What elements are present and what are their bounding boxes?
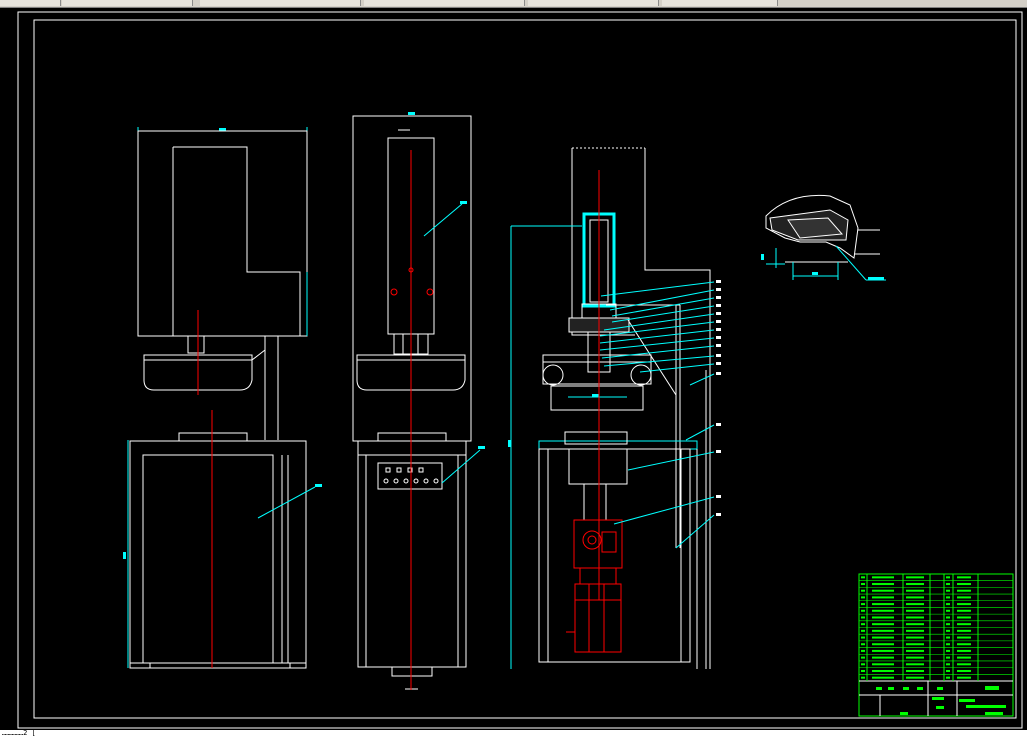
table-cell-mark	[946, 649, 950, 652]
table-cell-mark	[906, 629, 924, 632]
table-cell-mark	[946, 583, 950, 586]
table-cell-mark	[957, 656, 971, 659]
table-cell-mark	[957, 663, 971, 666]
table-cell-mark	[957, 676, 971, 679]
table-cell-mark	[957, 583, 971, 586]
table-cell-mark	[957, 669, 971, 672]
table-cell-mark	[957, 649, 971, 652]
table-cell-mark	[957, 603, 971, 606]
table-cell-mark	[957, 596, 971, 599]
table-cell-mark	[861, 616, 865, 619]
table-cell-mark	[906, 663, 924, 666]
table-cell-mark	[906, 656, 924, 659]
table-cell-mark	[861, 623, 865, 626]
parts-table	[859, 576, 1013, 679]
table-cell-mark	[861, 609, 865, 612]
table-cell-mark	[872, 589, 894, 592]
table-cell-mark	[872, 623, 894, 626]
table-cell-mark	[946, 623, 950, 626]
side-view	[352, 112, 485, 690]
table-cell-mark	[906, 589, 924, 592]
table-cell-mark	[906, 576, 924, 579]
table-cell-mark	[946, 629, 950, 632]
table-cell-mark	[957, 629, 971, 632]
section-view	[508, 147, 721, 669]
title-block-marks	[876, 686, 1006, 715]
table-cell-mark	[906, 583, 924, 586]
table-cell-mark	[861, 669, 865, 672]
table-cell-mark	[957, 636, 971, 639]
table-cell-mark	[861, 676, 865, 679]
front-view	[123, 127, 322, 669]
toolbar-tab[interactable]	[0, 0, 61, 6]
table-cell-mark	[946, 643, 950, 646]
table-cell-mark	[946, 656, 950, 659]
table-cell-mark	[906, 636, 924, 639]
table-cell-mark	[872, 576, 894, 579]
toolbar-tab[interactable]	[200, 0, 361, 6]
table-cell-mark	[906, 676, 924, 679]
table-cell-mark	[872, 609, 894, 612]
table-cell-mark	[872, 616, 894, 619]
toolbar-strip	[0, 0, 1027, 8]
table-cell-mark	[861, 583, 865, 586]
title-block	[858, 573, 1014, 717]
table-cell-mark	[861, 596, 865, 599]
table-cell-mark	[872, 663, 894, 666]
table-cell-mark	[946, 669, 950, 672]
status-text: ……………2 [	[2, 729, 36, 737]
table-cell-mark	[957, 643, 971, 646]
table-cell-mark	[872, 669, 894, 672]
table-cell-mark	[957, 609, 971, 612]
cad-drawing-canvas[interactable]	[0, 8, 1027, 730]
table-cell-mark	[906, 596, 924, 599]
table-cell-mark	[946, 636, 950, 639]
table-cell-mark	[906, 603, 924, 606]
table-cell-mark	[872, 643, 894, 646]
table-cell-mark	[906, 609, 924, 612]
table-cell-mark	[906, 616, 924, 619]
table-cell-mark	[872, 649, 894, 652]
table-cell-mark	[872, 583, 894, 586]
table-cell-mark	[861, 656, 865, 659]
table-cell-mark	[861, 629, 865, 632]
table-cell-mark	[957, 576, 971, 579]
table-cell-mark	[946, 663, 950, 666]
toolbar-tab[interactable]	[62, 0, 193, 6]
table-cell-mark	[906, 669, 924, 672]
toolbar-tab[interactable]	[528, 0, 659, 6]
outer-frame	[17, 11, 1023, 729]
table-cell-mark	[906, 643, 924, 646]
table-cell-mark	[946, 609, 950, 612]
table-cell-mark	[861, 603, 865, 606]
table-cell-mark	[872, 629, 894, 632]
table-cell-mark	[946, 616, 950, 619]
table-cell-mark	[861, 576, 865, 579]
table-cell-mark	[861, 643, 865, 646]
table-cell-mark	[957, 616, 971, 619]
table-cell-mark	[906, 623, 924, 626]
table-cell-mark	[957, 623, 971, 626]
table-cell-mark	[946, 576, 950, 579]
status-bar: ……………2 [	[0, 730, 1027, 737]
table-cell-mark	[872, 656, 894, 659]
table-cell-mark	[946, 603, 950, 606]
table-cell-mark	[872, 676, 894, 679]
toolbar-tab[interactable]	[364, 0, 525, 6]
table-cell-mark	[906, 649, 924, 652]
table-cell-mark	[872, 596, 894, 599]
table-cell-mark	[861, 649, 865, 652]
toolbar-tab[interactable]	[662, 0, 778, 6]
table-cell-mark	[872, 636, 894, 639]
table-cell-mark	[946, 676, 950, 679]
table-cell-mark	[861, 589, 865, 592]
detail-view	[761, 194, 886, 281]
drawing-border	[33, 19, 1017, 719]
table-cell-mark	[861, 663, 865, 666]
table-cell-mark	[946, 589, 950, 592]
table-cell-mark	[957, 589, 971, 592]
table-cell-mark	[872, 603, 894, 606]
table-cell-mark	[861, 636, 865, 639]
table-cell-mark	[946, 596, 950, 599]
